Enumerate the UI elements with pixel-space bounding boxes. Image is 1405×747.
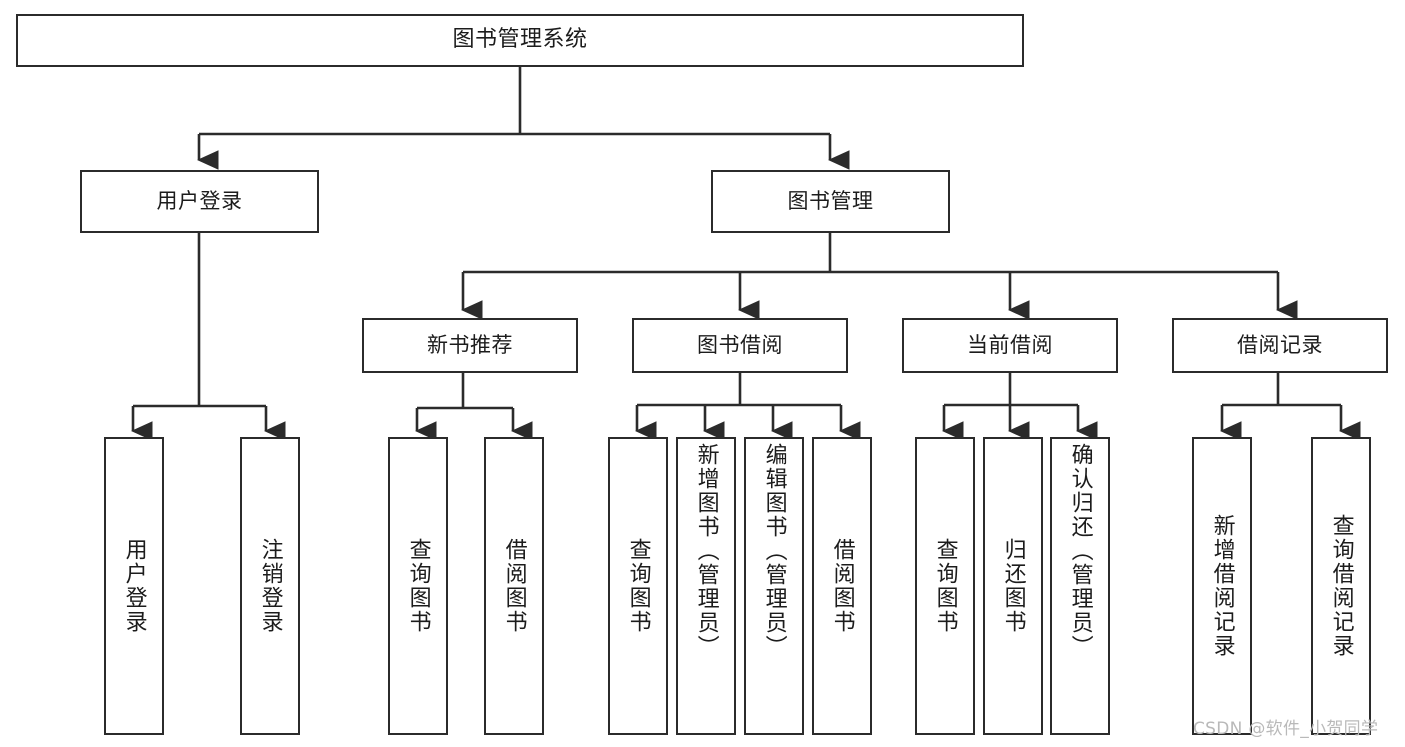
node-current-borrow[interactable]: 当前借阅 (902, 318, 1118, 373)
node-label: 图书管理 (787, 188, 874, 213)
watermark: CSDN @软件_小贺同学 (1193, 719, 1379, 739)
leaf-current-query-book[interactable]: 查询图书 (915, 437, 975, 735)
node-label: 借阅记录 (1237, 332, 1323, 357)
node-label: 确认归还（管理员） (1067, 443, 1093, 659)
node-label: 当前借阅 (967, 332, 1053, 357)
leaf-borrow-edit-book-admin[interactable]: 编辑图书（管理员） (744, 437, 804, 735)
node-label: 查询图书 (625, 538, 651, 634)
node-label: 用户登录 (156, 188, 243, 213)
node-label: 查询图书 (405, 538, 431, 634)
node-label: 新书推荐 (427, 332, 513, 357)
leaf-borrow-borrow-book[interactable]: 借阅图书 (812, 437, 872, 735)
node-book-management[interactable]: 图书管理 (711, 170, 950, 233)
node-label: 编辑图书（管理员） (761, 443, 787, 659)
leaf-borrow-query-book[interactable]: 查询图书 (608, 437, 668, 735)
leaf-user-login-signout[interactable]: 注销登录 (240, 437, 300, 735)
node-borrow-record[interactable]: 借阅记录 (1172, 318, 1388, 373)
node-label: 新增借阅记录 (1209, 514, 1235, 658)
node-label: 新增图书（管理员） (693, 443, 719, 659)
node-user-login[interactable]: 用户登录 (80, 170, 319, 233)
leaf-current-confirm-return-admin[interactable]: 确认归还（管理员） (1050, 437, 1110, 735)
node-root-library-system[interactable]: 图书管理系统 (16, 14, 1024, 67)
node-label: 图书管理系统 (452, 27, 588, 53)
node-label: 图书借阅 (697, 332, 783, 357)
node-label: 归还图书 (1000, 538, 1026, 634)
node-label: 借阅图书 (829, 538, 855, 634)
leaf-user-login-signin[interactable]: 用户登录 (104, 437, 164, 735)
leaf-record-query-record[interactable]: 查询借阅记录 (1311, 437, 1371, 735)
node-new-book-recommend[interactable]: 新书推荐 (362, 318, 578, 373)
node-label: 注销登录 (257, 538, 283, 634)
leaf-current-return-book[interactable]: 归还图书 (983, 437, 1043, 735)
node-label: 用户登录 (121, 538, 147, 634)
node-label: 查询借阅记录 (1328, 514, 1354, 658)
leaf-recommend-borrow-book[interactable]: 借阅图书 (484, 437, 544, 735)
leaf-borrow-add-book-admin[interactable]: 新增图书（管理员） (676, 437, 736, 735)
node-book-borrow[interactable]: 图书借阅 (632, 318, 848, 373)
leaf-record-add-record[interactable]: 新增借阅记录 (1192, 437, 1252, 735)
node-label: 借阅图书 (501, 538, 527, 634)
node-label: 查询图书 (932, 538, 958, 634)
leaf-recommend-query-book[interactable]: 查询图书 (388, 437, 448, 735)
